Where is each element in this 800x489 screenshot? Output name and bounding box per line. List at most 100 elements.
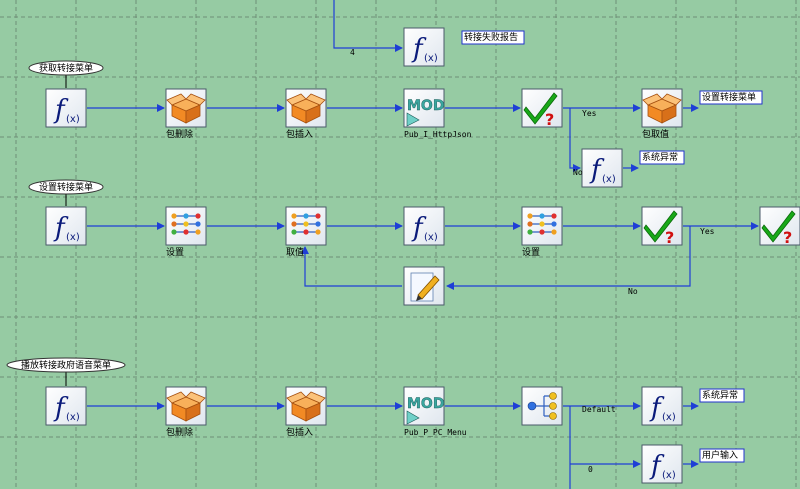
list-dot: [551, 221, 557, 227]
edge-no: [569, 108, 581, 172]
checkmark: [761, 210, 796, 243]
function-node-get-start[interactable]: f(x): [45, 88, 87, 128]
box-flap: [166, 391, 187, 404]
list-dot: [291, 221, 297, 227]
variable-node-set-1[interactable]: [165, 206, 207, 246]
edge-no: [446, 226, 691, 290]
list-dot: [527, 229, 533, 235]
node-label: 系统异常: [642, 151, 678, 163]
check-node-set-2[interactable]: ?: [759, 206, 800, 247]
node-frame: [641, 386, 683, 426]
list-dot: [315, 213, 321, 219]
node-label-box: [699, 388, 745, 403]
mod-arrow: [406, 112, 420, 127]
list-dot: [303, 221, 309, 227]
edit-node-loop[interactable]: [403, 266, 445, 306]
box-right: [185, 104, 201, 124]
list-dot: [171, 229, 177, 235]
function-node-set-middle[interactable]: f(x): [403, 206, 445, 246]
box-right: [185, 402, 201, 422]
checkmark: [523, 92, 558, 125]
x-glyph: (x): [66, 232, 80, 243]
list-dot: [183, 229, 189, 235]
package-node-play-delete[interactable]: [165, 386, 207, 426]
node-label: Pub_I_HttpJson: [404, 130, 472, 139]
function-node-set-start[interactable]: f(x): [45, 206, 87, 246]
edge-to-fail-report: [333, 0, 403, 52]
list-dot: [551, 213, 557, 219]
node-label-box: [639, 150, 685, 165]
mod-glyph: MOD: [407, 98, 444, 114]
box-right: [305, 402, 321, 422]
checkmark: [643, 210, 678, 243]
edge-loop-back: [301, 246, 402, 287]
list-dot: [291, 229, 297, 235]
box-flap: [305, 93, 326, 106]
list-dot: [195, 229, 201, 235]
node-frame: [45, 88, 87, 128]
x-glyph: (x): [662, 412, 676, 423]
node-label: 转接失败报告: [464, 31, 518, 43]
edge-label: Yes: [700, 227, 715, 236]
node-label: 用户输入: [702, 449, 738, 461]
package-node-play-insert[interactable]: [285, 386, 327, 426]
node-label-box: [699, 90, 763, 105]
pencil-tip: [416, 295, 422, 301]
box-right: [661, 104, 677, 124]
x-glyph: (x): [424, 232, 438, 243]
edge-label: Default: [582, 405, 616, 414]
list-dot: [303, 229, 309, 235]
branch-lines: [536, 395, 550, 417]
check-node-get[interactable]: ?: [521, 88, 563, 129]
box-flap: [185, 391, 206, 404]
edge-label: 4: [350, 48, 355, 57]
function-node-transfer-fail-report[interactable]: f(x): [403, 27, 445, 67]
list-dot: [195, 213, 201, 219]
x-glyph: (x): [66, 114, 80, 125]
node-label: 包删除: [166, 128, 193, 140]
function-node-system-error-2[interactable]: f(x): [641, 386, 683, 426]
package-node-insert[interactable]: [285, 88, 327, 128]
question-glyph: ?: [783, 228, 792, 247]
list-dot: [539, 229, 545, 235]
list-dot: [527, 213, 533, 219]
edge-label: No: [573, 168, 583, 177]
x-glyph: (x): [66, 412, 80, 423]
variable-node-set-2[interactable]: [521, 206, 563, 246]
node-label: 设置: [166, 247, 184, 258]
list-dot: [183, 221, 189, 227]
function-node-system-error-1[interactable]: f(x): [581, 148, 623, 188]
check-node-set-1[interactable]: ?: [641, 206, 683, 247]
node-label: Pub_P_PC_Menu: [404, 428, 467, 437]
node-label: 包取值: [642, 128, 669, 140]
node-label: 取值: [286, 246, 304, 258]
node-frame: [759, 206, 800, 246]
list-dot: [171, 213, 177, 219]
module-node-pub-p-pc-menu[interactable]: MOD: [403, 386, 445, 426]
package-node-get-value[interactable]: [641, 88, 683, 128]
package-node-delete[interactable]: [165, 88, 207, 128]
branch-leaf: [549, 392, 557, 400]
box-flap: [305, 391, 326, 404]
edge-label: 0: [588, 465, 593, 474]
list-dot: [303, 213, 309, 219]
node-label: 设置: [522, 247, 540, 258]
node-label-box: [699, 448, 745, 463]
list-dot: [171, 221, 177, 227]
function-node-user-input[interactable]: f(x): [641, 444, 683, 484]
list-dot: [195, 221, 201, 227]
branch-leaf: [549, 402, 557, 410]
function-node-play-start[interactable]: f(x): [45, 386, 87, 426]
question-glyph: ?: [665, 228, 674, 247]
mod-glyph: MOD: [407, 396, 444, 412]
list-dot: [291, 213, 297, 219]
module-node-pub-i-httpjson[interactable]: MOD: [403, 88, 445, 128]
branch-node-switch[interactable]: [521, 386, 563, 426]
x-glyph: (x): [602, 174, 616, 185]
variable-node-get[interactable]: [285, 206, 327, 246]
node-label: 包插入: [286, 426, 313, 438]
node-label: 包删除: [166, 426, 193, 438]
flow-title: 获取转接菜单: [39, 62, 93, 74]
